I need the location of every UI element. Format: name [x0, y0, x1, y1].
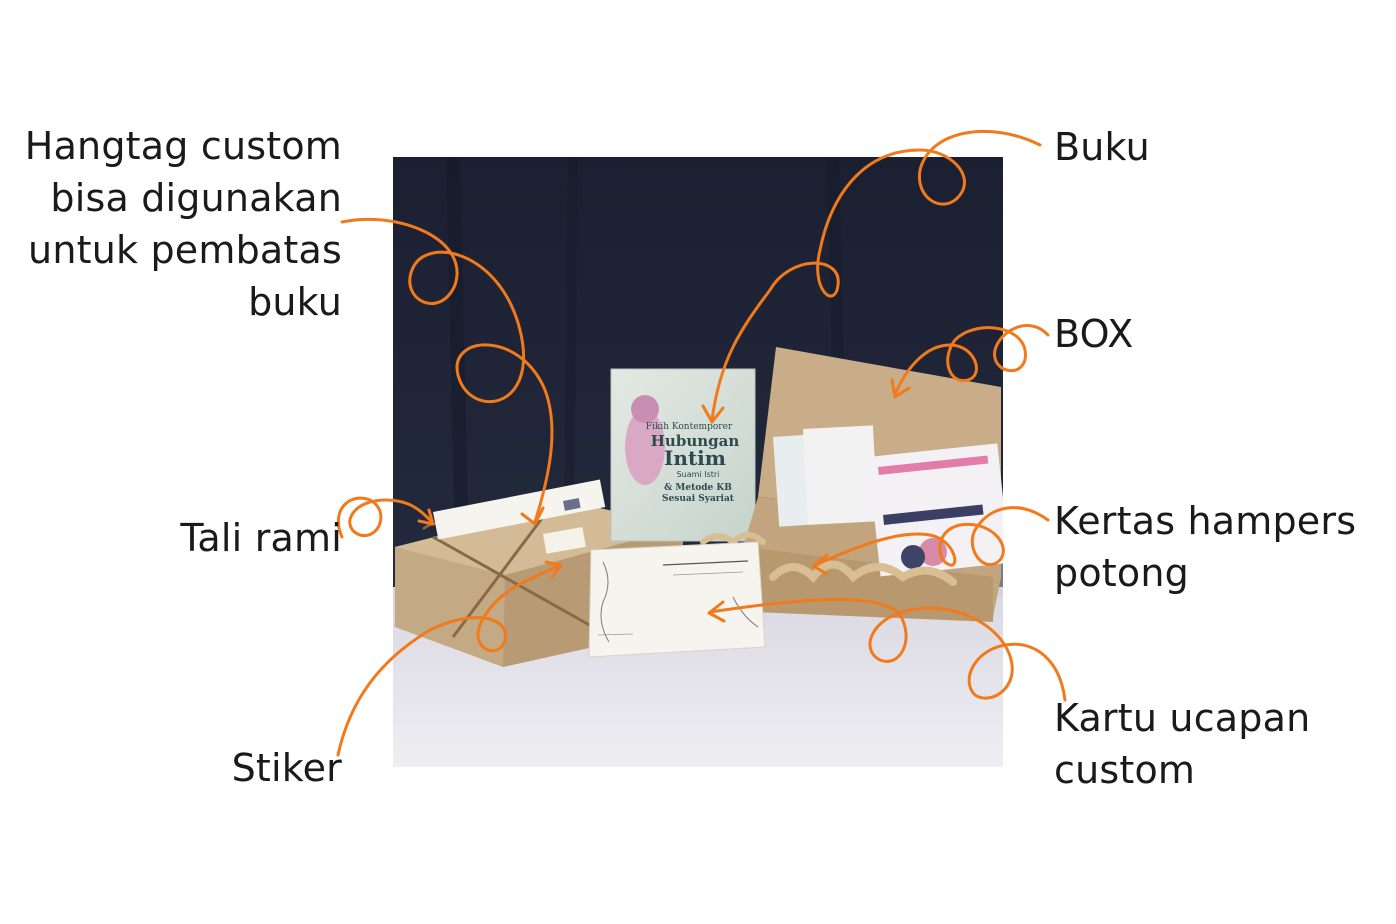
- label-tali-rami-text: Tali rami: [180, 516, 342, 560]
- label-hangtag-line4: buku: [248, 280, 342, 324]
- book: Fikih Kontemporer Hubungan Intim Suami I…: [610, 368, 756, 542]
- label-hangtag-line3: untuk pembatas: [28, 228, 342, 272]
- label-hangtag: Hangtag custom bisa digunakan untuk pemb…: [0, 120, 342, 328]
- greeting-card: [588, 541, 766, 658]
- book-line3: Intim: [664, 446, 726, 470]
- label-kartu: Kartu ucapan custom: [1054, 692, 1394, 796]
- book-line2: Hubungan: [651, 432, 740, 450]
- label-box: BOX: [1054, 308, 1384, 360]
- label-stiker: Stiker: [0, 742, 342, 794]
- book-line1: Fikih Kontemporer: [646, 422, 733, 432]
- book-line5: & Metode KB: [664, 483, 732, 493]
- book-line6: Sesuai Syariat: [662, 494, 735, 504]
- label-kertas-line1: Kertas hampers: [1054, 499, 1357, 543]
- label-box-text: BOX: [1054, 312, 1134, 356]
- label-kartu-line2: custom: [1054, 748, 1196, 792]
- product-photo-illustration: Fikih Kontemporer Hubungan Intim Suami I…: [393, 157, 1003, 767]
- label-kertas: Kertas hampers potong: [1054, 495, 1394, 599]
- label-stiker-text: Stiker: [231, 746, 342, 790]
- label-buku-text: Buku: [1054, 125, 1150, 169]
- product-photo: Fikih Kontemporer Hubungan Intim Suami I…: [393, 157, 1003, 767]
- label-kertas-line2: potong: [1054, 551, 1189, 595]
- label-tali-rami: Tali rami: [0, 512, 342, 564]
- label-buku: Buku: [1054, 121, 1384, 173]
- label-hangtag-line2: bisa digunakan: [50, 176, 342, 220]
- label-hangtag-line1: Hangtag custom: [24, 124, 342, 168]
- label-kartu-line1: Kartu ucapan: [1054, 696, 1311, 740]
- book-line4: Suami Istri: [677, 470, 720, 479]
- sticker: [543, 527, 586, 554]
